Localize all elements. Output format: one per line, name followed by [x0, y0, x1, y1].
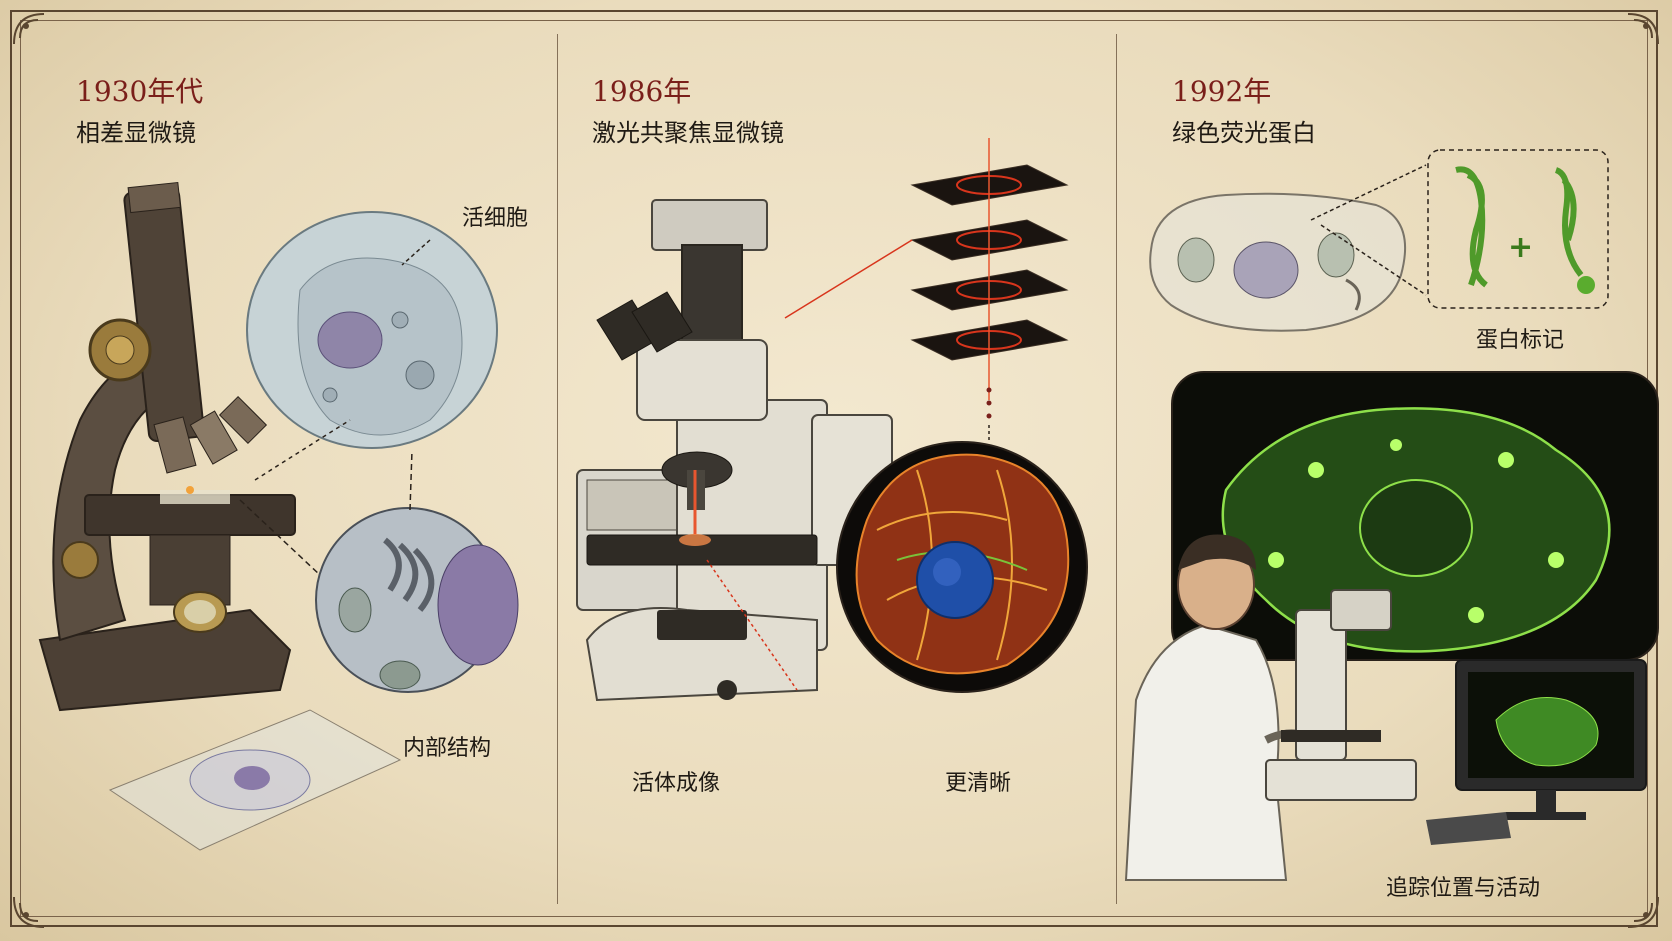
label-protein-tag: 蛋白标记	[1476, 328, 1565, 353]
internal-structure-view-icon	[315, 507, 519, 693]
optical-section-stack-icon	[910, 138, 1069, 440]
bench-microscope-icon	[1265, 589, 1417, 801]
panel-year: 1930年代	[76, 75, 204, 108]
corner-ornament-icon	[1626, 12, 1660, 46]
panel-gfp: 1992年 绿色荧光蛋白 + 蛋白标记 追踪位置与活动	[1116, 0, 1672, 941]
label-clearer: 更清晰	[945, 771, 1012, 796]
panel-confocal: 1986年 激光共聚焦显微镜 活体成像 更清晰	[557, 0, 1116, 941]
gfp-artwork	[1124, 149, 1659, 881]
cell-sketch-icon	[1149, 192, 1407, 332]
antique-microscope-icon	[38, 181, 296, 712]
corner-ornament-icon	[1626, 895, 1660, 929]
protein-tag-inset	[1427, 149, 1609, 309]
gfp-cell-view-icon	[1171, 371, 1659, 661]
panel-heading: 激光共聚焦显微镜	[592, 119, 784, 147]
label-track-location-activity: 追踪位置与活动	[1386, 876, 1541, 901]
plus-sign-icon: +	[1508, 230, 1534, 265]
label-internal-structure: 内部结构	[403, 736, 492, 761]
panel-divider	[557, 34, 558, 904]
label-live-imaging: 活体成像	[632, 771, 721, 796]
panel-year: 1986年	[592, 75, 692, 108]
slide-cell-icon	[108, 709, 402, 851]
confocal-microscope-icon	[576, 199, 893, 702]
phase-contrast-artwork	[38, 181, 519, 851]
panel-year: 1992年	[1172, 75, 1272, 108]
monitor-icon	[1426, 659, 1647, 845]
panel-heading: 绿色荧光蛋白	[1172, 119, 1316, 147]
fluorescent-cell-view-icon	[836, 441, 1088, 693]
scientist-icon	[1124, 534, 1340, 881]
panel-phase-contrast: 1930年代 相差显微镜 活细胞 内部结构	[0, 0, 557, 941]
panel-divider	[1116, 34, 1117, 904]
confocal-artwork	[576, 138, 1088, 702]
live-cell-view-icon	[246, 211, 498, 449]
corner-ornament-icon	[12, 895, 46, 929]
panel-heading: 相差显微镜	[76, 119, 196, 147]
corner-ornament-icon	[12, 12, 46, 46]
label-live-cell: 活细胞	[462, 206, 529, 231]
